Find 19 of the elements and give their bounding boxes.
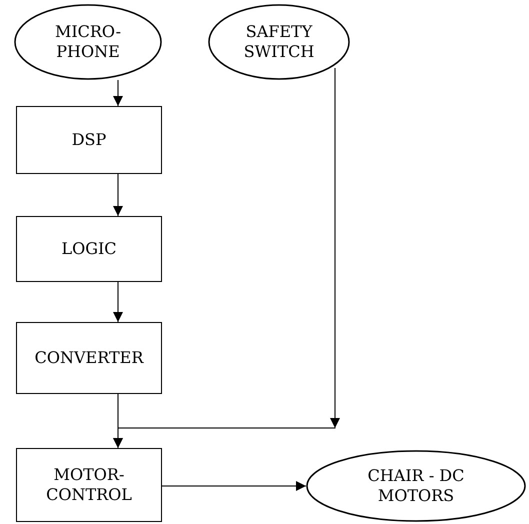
node-label: MOTOR- CONTROL — [45, 465, 133, 505]
process-box — [16, 216, 162, 282]
terminal-ellipse — [14, 4, 162, 80]
node-label: LOGIC — [61, 239, 117, 259]
terminal-ellipse — [306, 450, 526, 522]
arrow — [113, 174, 123, 216]
arrow — [113, 80, 123, 106]
node-label: DSP — [72, 130, 106, 150]
node-label: CHAIR - DC MOTORS — [366, 466, 466, 506]
process-box — [16, 322, 162, 394]
process-box — [16, 106, 162, 174]
terminal-ellipse — [208, 4, 350, 80]
arrow — [113, 68, 340, 448]
arrow — [113, 282, 123, 322]
node-label: CONVERTER — [34, 348, 144, 368]
node-label: SAFETY SWITCH — [242, 22, 316, 62]
arrow — [162, 481, 306, 491]
process-box — [16, 448, 162, 522]
node-label: MICRO- PHONE — [54, 22, 122, 62]
